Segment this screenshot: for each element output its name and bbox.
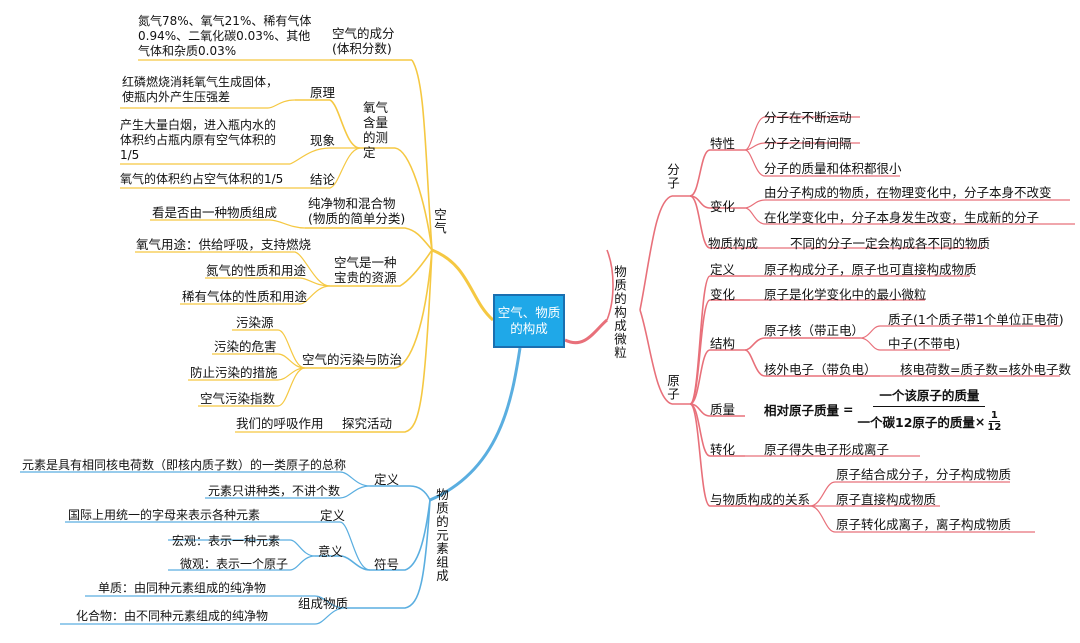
mol-property-3: 分子的质量和体积都很小 [764,161,902,176]
formula-times: × [974,414,986,429]
pure-mixture-label: 纯净物和混合物 (物质的简单分类) [308,196,406,226]
symbol-label: 符号 [374,557,400,572]
relation-item-3: 原子转化成离子，离子构成物质 [836,517,1012,532]
relation-label: 与物质构成的关系 [710,492,811,507]
molecule-label: 分子 [665,163,680,190]
transform-label: 转化 [710,442,736,457]
relation-item-1: 原子结合成分子，分子构成物质 [836,467,1012,482]
atom-def-label: 定义 [710,262,736,277]
principle-label: 原理 [310,85,336,100]
compose-item-1: 单质：由同种元素组成的纯净物 [98,581,267,595]
mol-change-2: 在化学变化中，分子本身发生改变，生成新的分子 [764,210,1040,225]
mol-change-1: 由分子构成的物质，在物理变化中，分子本身不改变 [764,185,1052,200]
formula-mini-num: 1 [988,410,1000,422]
relation-item-2: 原子直接构成物质 [836,492,937,507]
atom-change-label: 变化 [710,287,736,302]
phenomenon-detail: 产生大量白烟，进入瓶内水的体积约占瓶内原有空气体积的1/5 [120,118,277,162]
mol-composition-label: 物质构成 [708,236,759,251]
mol-composition-detail: 不同的分子一定会构成各不同的物质 [790,236,991,251]
pollution-item-4: 空气污染指数 [200,391,276,406]
transform-detail: 原子得失电子形成离子 [764,442,890,457]
resource-item-3: 稀有气体的性质和用途 [182,289,308,304]
matter-title: 物质的构成微粒 [612,265,627,360]
formula-denominator: 一个碳12原子的质量 × 1 12 [858,407,1002,433]
principle-detail: 红磷燃烧消耗氧气生成固体，使瓶内外产生压强差 [122,75,279,104]
meaning-item-2: 微观：表示一个原子 [180,557,289,571]
compose-label: 组成物质 [298,596,349,611]
resource-item-2: 氮气的性质和用途 [206,263,307,278]
formula-fraction: 一个该原子的质量 一个碳12原子的质量 × 1 12 [858,385,1002,433]
explore-label: 探究活动 [342,416,393,431]
pollution-label: 空气的污染与防治 [302,352,403,367]
conclusion-detail: 氧气的体积约占空气体积的1/5 [120,172,284,186]
formula-mini-den: 12 [987,422,1002,433]
symbol-def-label: 定义 [320,508,346,523]
air-composition-label: 空气的成分 (体积分数) [332,26,395,56]
formula-left: 相对原子质量 [764,402,840,418]
mol-property-label: 特性 [710,136,736,151]
mol-property-2: 分子之间有间隔 [764,136,852,151]
element-definition-item-2: 元素只讲种类，不讲个数 [208,484,341,498]
explore-detail: 我们的呼吸作用 [236,416,324,431]
air-composition-detail: 氮气78%、氧气21%、稀有气体0.94%、二氧化碳0.03%、其他气体和杂质0… [138,14,312,58]
oxygen-measure-label: 氧气含量的测定 [363,100,389,160]
element-title: 物质的元素组成 [434,488,449,583]
atom-change-detail: 原子是化学变化中的最小微粒 [764,287,927,302]
atom-label: 原子 [665,374,680,401]
electron-detail: 核电荷数=质子数=核外电子数 [900,362,1071,377]
mass-label: 质量 [710,402,736,417]
structure-label: 结构 [710,336,736,351]
mol-property-1: 分子在不断运动 [764,110,852,125]
pollution-item-2: 污染的危害 [214,339,277,354]
compose-item-2: 化合物：由不同种元素组成的纯净物 [76,609,269,623]
element-definition-label: 定义 [374,472,400,487]
formula-one-twelfth: 1 12 [987,410,1001,433]
element-definition-item-1: 元素是具有相同核电荷数（即核内质子数）的一类原子的总称 [22,458,347,472]
formula-den-text: 一个碳12原子的质量 [857,415,975,430]
center-topic: 空气、物质的构成 [493,294,565,348]
matter-branch-lines [564,116,1075,533]
air-title: 空气 [432,208,447,235]
pollution-item-3: 防止污染的措施 [190,365,278,380]
formula-numerator: 一个该原子的质量 [873,385,986,407]
conclusion-label: 结论 [310,172,336,187]
phenomenon-label: 现象 [310,133,336,148]
air-branch-lines [120,59,494,433]
pure-mixture-detail: 看是否由一种物质组成 [152,205,278,220]
formula-equals: = [843,401,854,417]
nucleus-item-1: 质子(1个质子带1个单位正电荷) [888,312,1064,327]
electron-label: 核外电子（带负电） [764,362,877,377]
meaning-item-1: 宏观：表示一种元素 [172,534,281,548]
mol-change-label: 变化 [710,199,736,214]
resource-label: 空气是一种 宝贵的资源 [334,255,397,285]
symbol-def-detail: 国际上用统一的字母来表示各种元素 [68,508,261,522]
resource-item-1: 氧气用途：供给呼吸，支持燃烧 [136,237,312,252]
element-branch-lines [20,347,522,625]
nucleus-item-2: 中子(不带电) [888,336,961,351]
pollution-item-1: 污染源 [236,315,274,330]
meaning-label: 意义 [318,544,344,559]
nucleus-label: 原子核（带正电） [764,323,865,338]
atom-def-detail: 原子构成分子，原子也可直接构成物质 [764,262,977,277]
relative-atomic-mass-formula: 相对原子质量 = 一个该原子的质量 一个碳12原子的质量 × 1 12 [764,385,1001,433]
